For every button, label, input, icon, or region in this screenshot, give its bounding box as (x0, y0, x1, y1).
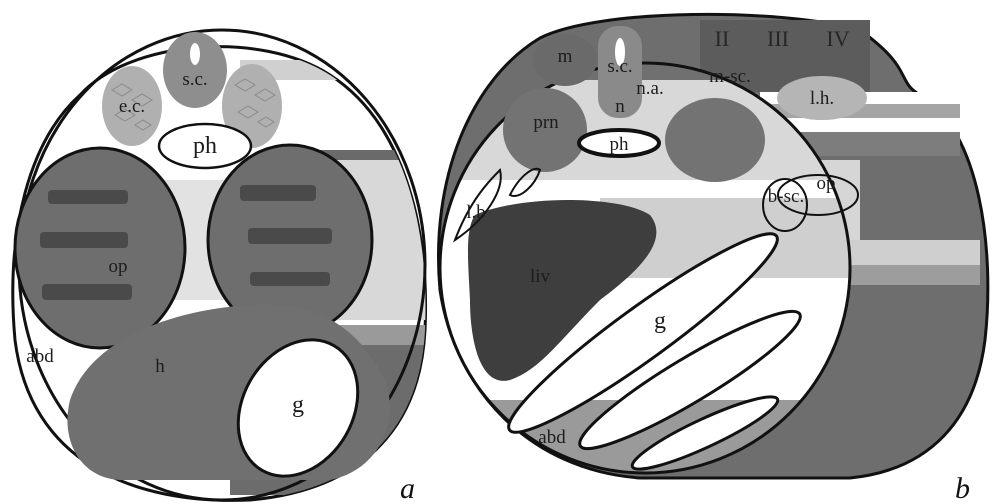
panel-a-label-abd: abd (26, 346, 54, 367)
panel-b-roman-2: II (715, 26, 730, 51)
panel-b-label-abd: abd (538, 427, 566, 448)
panel-b-label-lh: l.h. (810, 88, 834, 109)
panel-a-letter: a (400, 472, 415, 504)
panel-a-label-ph: ph (193, 133, 217, 159)
panel-b-label-sc: s.c. (607, 56, 632, 77)
panel-b-label-na: n.a. (636, 78, 663, 99)
panel-a-label-sc: s.c. (182, 69, 207, 90)
panel-b-label-g: g (654, 308, 666, 334)
panel-b-label-msc: m-sc. (709, 66, 751, 87)
panel-b-label-lb: l.b (466, 202, 486, 223)
panel-a-label-g: g (292, 392, 304, 418)
panel-b-label-bsc: b-sc. (768, 186, 804, 207)
panel-b: m s.c. n.a. n m-sc. II III IV l.h. prn p… (430, 14, 988, 504)
panel-b-label-op: op (817, 173, 836, 194)
panel-a-label-h: h (155, 356, 165, 377)
panel-b-label-liv: liv (530, 266, 551, 287)
panel-a-label-op: op (109, 256, 128, 277)
panel-b-roman-4: IV (826, 26, 849, 51)
panel-b-roman-3: III (767, 26, 789, 51)
panel-b-label-prn: prn (533, 112, 559, 133)
panel-a-label-ec: e.c. (119, 96, 145, 117)
panel-b-label-ph: ph (610, 134, 630, 155)
panel-b-label-m: m (558, 46, 573, 67)
panel-b-label-n: n (615, 96, 625, 117)
panel-b-letter: b (955, 472, 970, 504)
panel-a: s.c. e.c. ph op abd h g a (13, 30, 450, 504)
